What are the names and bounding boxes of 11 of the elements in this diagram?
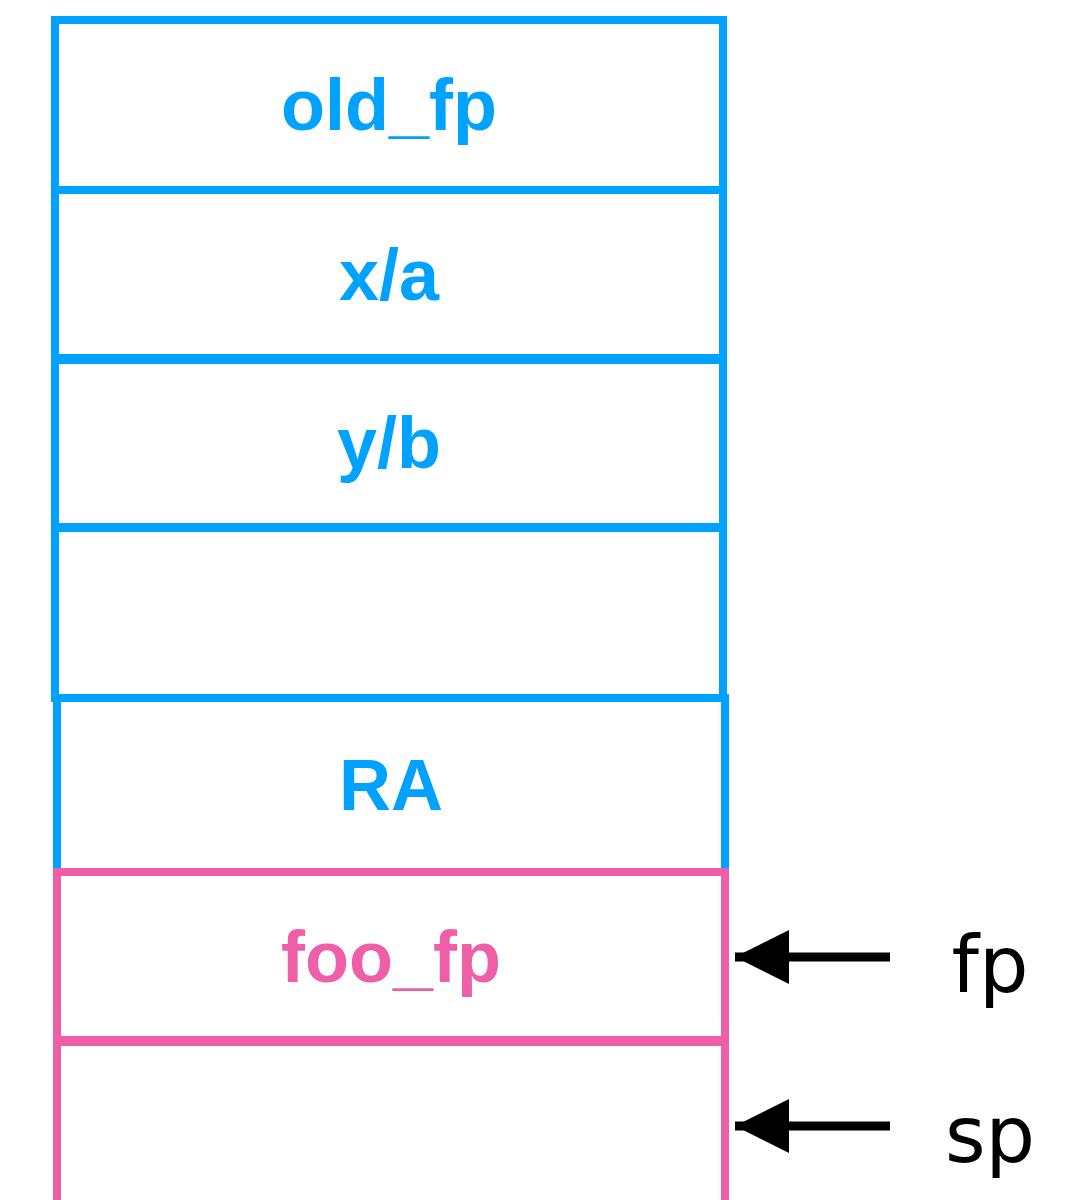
slot-label: foo_fp — [281, 916, 501, 998]
slot-label: y/b — [337, 402, 441, 484]
stack-slot — [53, 1036, 729, 1200]
slot-label: old_fp — [281, 64, 497, 146]
arrow — [735, 930, 890, 984]
stack-slot — [51, 354, 727, 532]
slot-label: RA — [339, 744, 443, 826]
arrow — [735, 1099, 890, 1153]
slot-label: x/a — [338, 234, 440, 316]
stack-slot — [53, 868, 729, 1046]
stack-slot — [51, 523, 727, 702]
